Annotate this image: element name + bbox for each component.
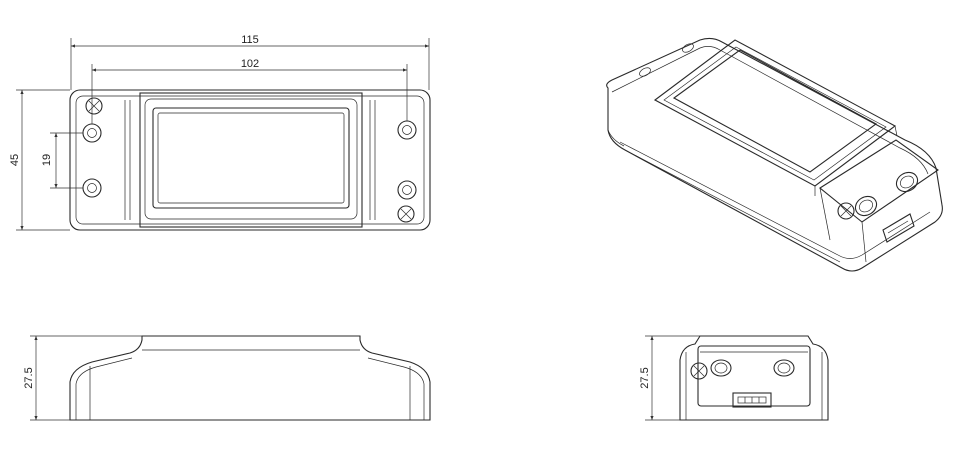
dim-overall-length: 115 bbox=[70, 34, 430, 90]
side-connector-slot bbox=[732, 392, 772, 408]
dim-hole-pitch: 19 bbox=[41, 132, 83, 189]
dim-label-102: 102 bbox=[241, 58, 259, 70]
side-view: 27.5 bbox=[639, 335, 829, 421]
screw-hole-left-top bbox=[82, 123, 102, 143]
iso-terminal-screw bbox=[837, 202, 855, 220]
side-wire-hole-left bbox=[710, 359, 732, 377]
dim-hole-spacing: 102 bbox=[91, 58, 408, 124]
dim-label-19: 19 bbox=[41, 154, 53, 166]
side-wire-hole-right bbox=[773, 359, 795, 377]
terminal-screw-top-left bbox=[85, 97, 103, 115]
front-view: 27.5 bbox=[23, 335, 431, 421]
dim-height-side: 27.5 bbox=[639, 335, 700, 421]
dim-label-27-5-front: 27.5 bbox=[23, 367, 35, 388]
iso-back-screw bbox=[639, 43, 694, 77]
screw-hole-left-bottom bbox=[82, 178, 102, 198]
dim-label-115: 115 bbox=[241, 34, 259, 46]
isometric-view bbox=[606, 37, 943, 272]
top-view: 115 102 45 19 bbox=[9, 34, 431, 231]
iso-wire-hole-left bbox=[854, 195, 878, 217]
dim-label-27-5-side: 27.5 bbox=[639, 367, 651, 388]
side-terminal-screw bbox=[690, 362, 708, 380]
iso-connector-slot bbox=[882, 213, 915, 243]
screw-hole-right-top bbox=[397, 120, 417, 140]
dim-label-45: 45 bbox=[9, 154, 21, 166]
dim-width: 45 bbox=[9, 89, 70, 231]
screw-hole-right-bottom bbox=[397, 180, 417, 200]
iso-wire-hole-right bbox=[895, 171, 919, 193]
terminal-screw-bottom-right bbox=[397, 205, 415, 223]
dim-height-front: 27.5 bbox=[23, 335, 142, 421]
